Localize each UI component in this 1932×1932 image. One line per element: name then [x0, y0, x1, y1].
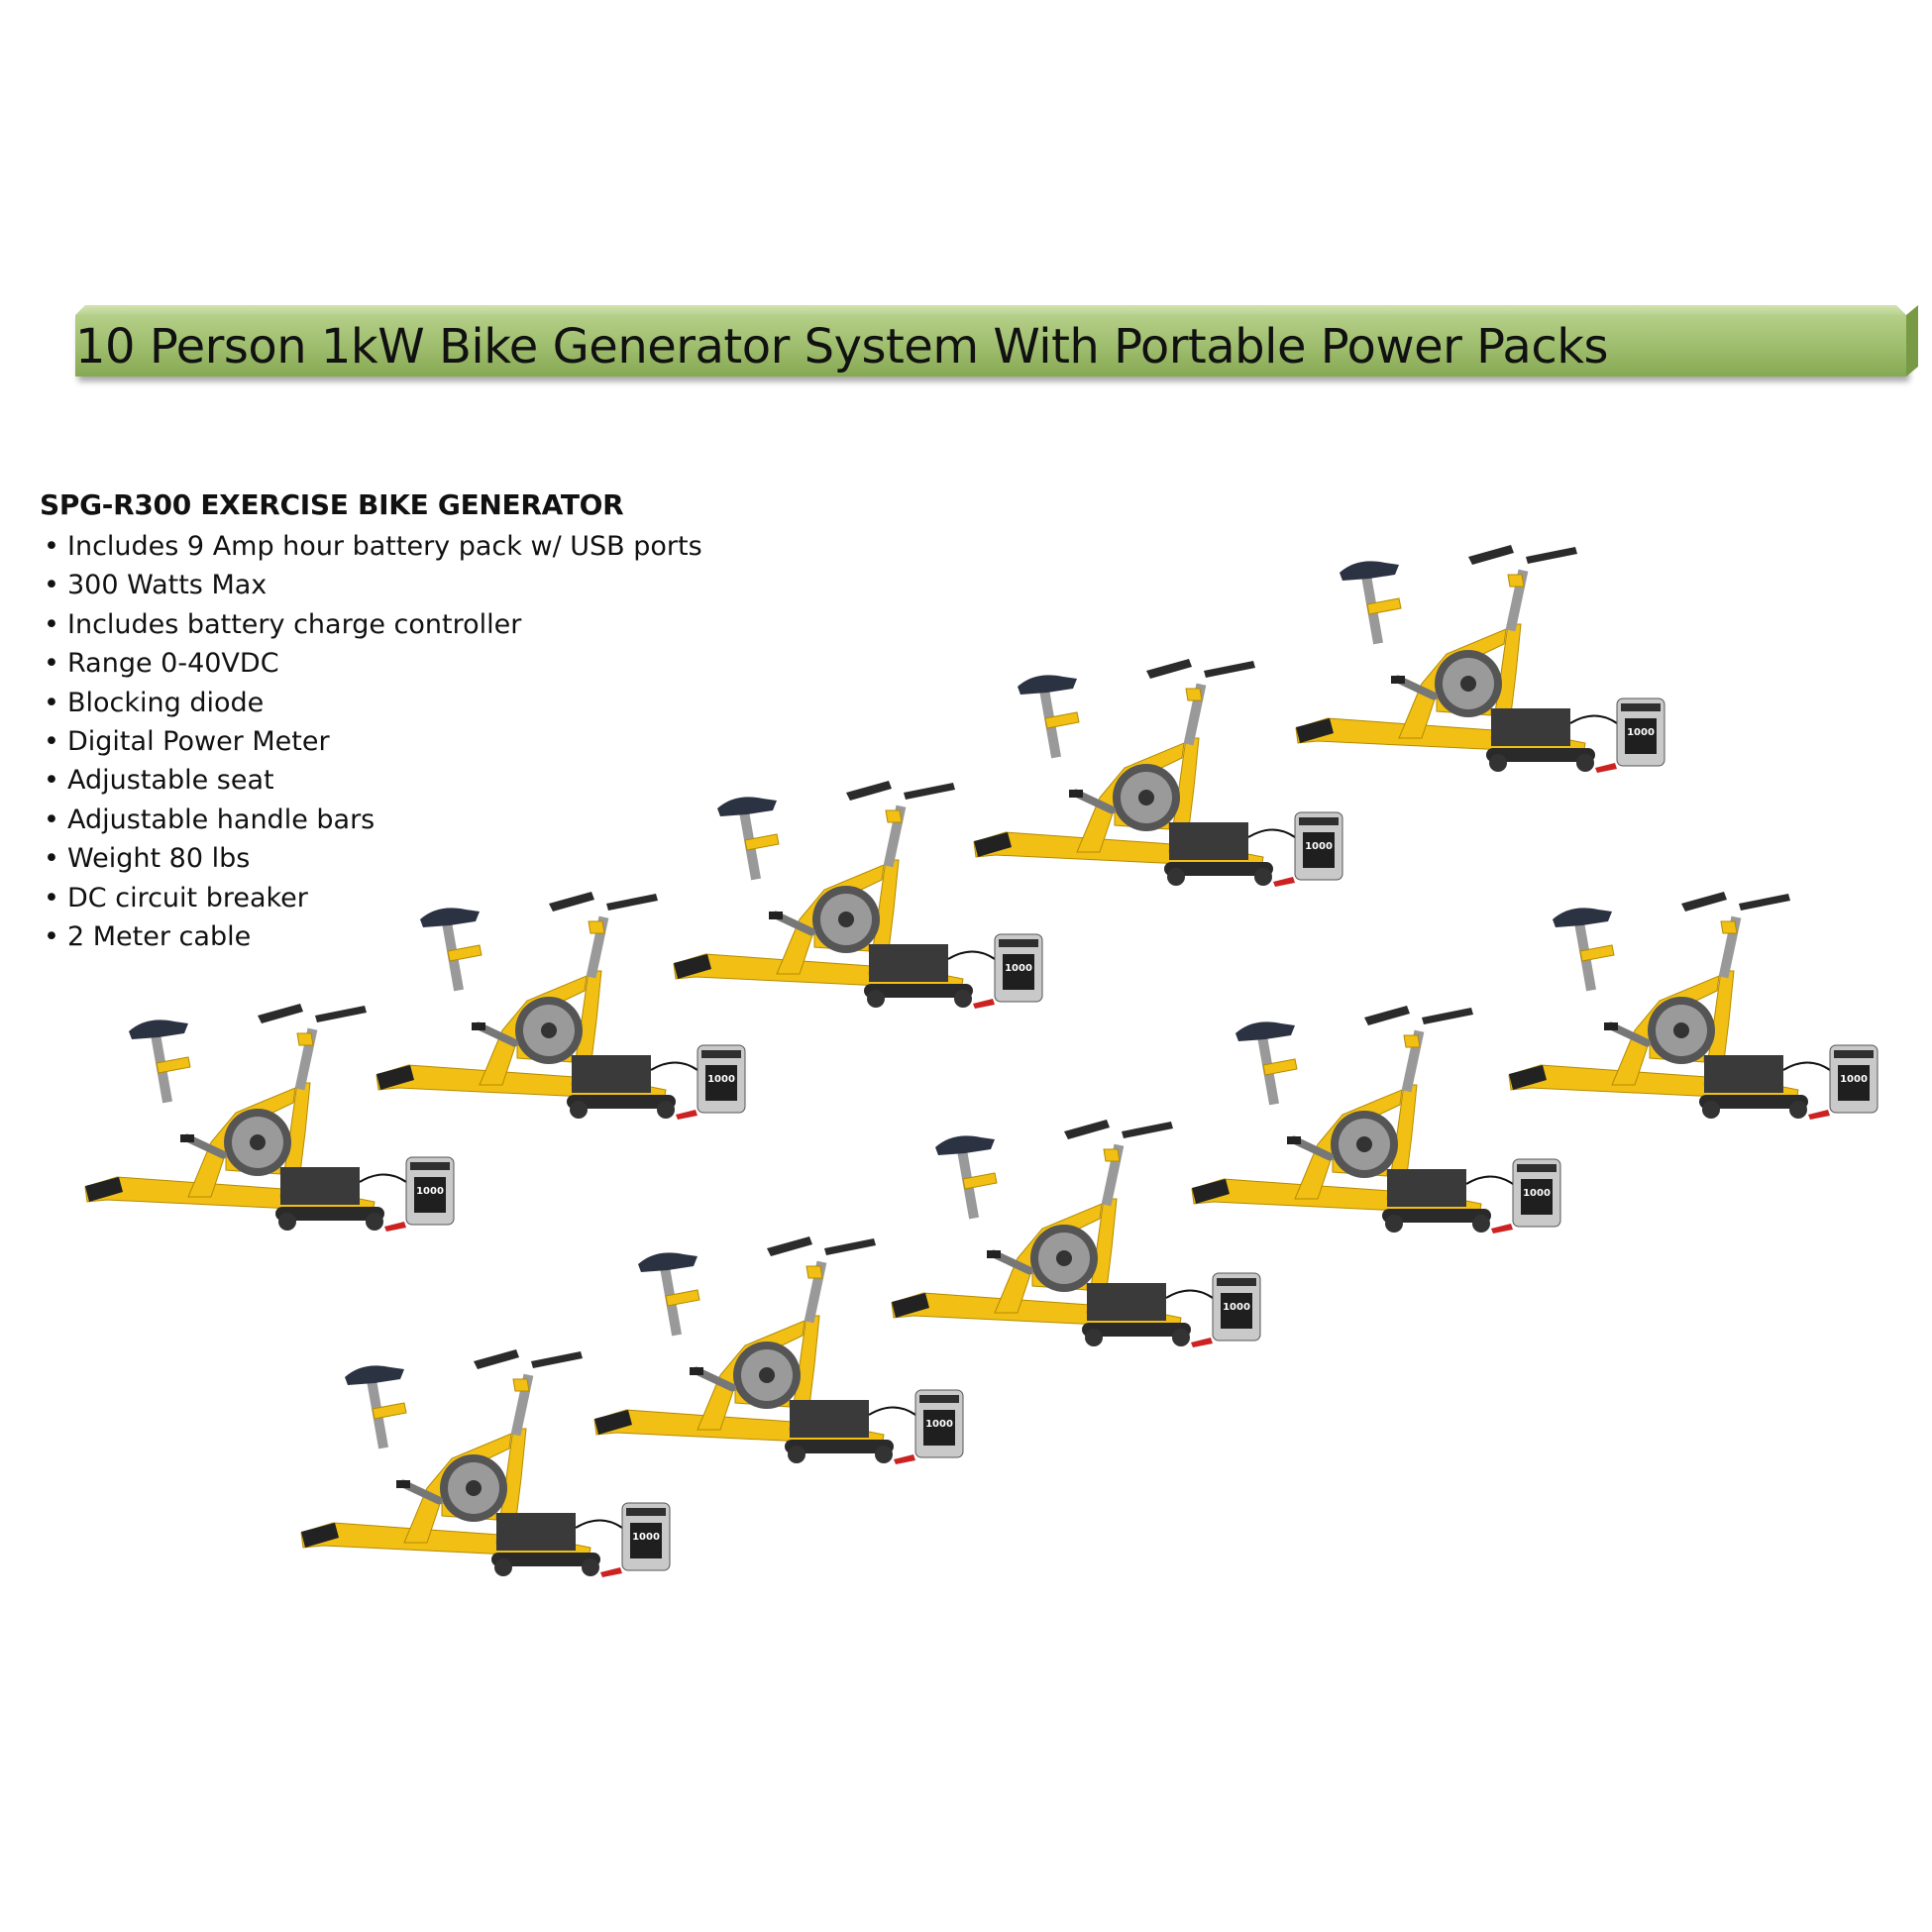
spec-item: 2 Meter cable: [40, 917, 773, 957]
spec-item: Adjustable handle bars: [40, 801, 773, 840]
power-pack-label: 1000: [1223, 1302, 1250, 1313]
bike-generator: 1000: [369, 882, 785, 1169]
bike-generator: 1000: [293, 1340, 709, 1627]
bike-generator: 1000: [666, 771, 1082, 1058]
bike-generator: 1000: [884, 1110, 1300, 1397]
bike-illustration: 1000: [300, 1349, 671, 1577]
bike-generator: 1000: [1184, 996, 1600, 1283]
bike-illustration: 1000: [84, 1004, 455, 1232]
spec-item: Blocking diode: [40, 684, 773, 723]
bike-illustration: 1000: [973, 659, 1343, 887]
spec-list: Includes 9 Amp hour battery pack w/ USB …: [40, 527, 773, 957]
spec-panel: SPG-R300 EXERCISE BIKE GENERATOR Include…: [40, 485, 773, 957]
page-title: 10 Person 1kW Bike Generator System With…: [75, 319, 1609, 375]
bike-generator: 1000: [587, 1227, 1003, 1514]
bike-illustration: 1000: [1508, 892, 1878, 1120]
bike-illustration: 1000: [1191, 1006, 1561, 1234]
spec-item: Includes 9 Amp hour battery pack w/ USB …: [40, 527, 773, 567]
power-pack-label: 1000: [925, 1419, 953, 1430]
bike-illustration: 1000: [1295, 545, 1665, 773]
power-pack-label: 1000: [1005, 963, 1032, 974]
bike-generator: 1000: [966, 649, 1382, 936]
power-pack-label: 1000: [1840, 1074, 1868, 1085]
spec-item: Adjustable seat: [40, 761, 773, 801]
bike-illustration: 1000: [673, 781, 1043, 1009]
spec-item: Weight 80 lbs: [40, 839, 773, 879]
bike-illustration: 1000: [891, 1120, 1261, 1347]
spec-item: Range 0-40VDC: [40, 644, 773, 684]
title-banner: 10 Person 1kW Bike Generator System With…: [75, 315, 1906, 376]
power-pack-label: 1000: [1627, 727, 1655, 738]
power-pack-label: 1000: [632, 1532, 660, 1543]
spec-item: DC circuit breaker: [40, 879, 773, 918]
power-pack-label: 1000: [1523, 1188, 1551, 1199]
spec-item: 300 Watts Max: [40, 566, 773, 605]
bike-illustration: 1000: [593, 1236, 964, 1464]
bike-illustration: 1000: [376, 892, 746, 1120]
power-pack-label: 1000: [1305, 841, 1333, 852]
power-pack-label: 1000: [416, 1186, 444, 1197]
power-pack-label: 1000: [707, 1074, 735, 1085]
spec-item: Includes battery charge controller: [40, 605, 773, 645]
bike-generator: 1000: [77, 994, 493, 1281]
spec-heading: SPG-R300 EXERCISE BIKE GENERATOR: [40, 488, 624, 521]
bike-generator: 1000: [1288, 535, 1704, 822]
spec-item: Digital Power Meter: [40, 722, 773, 762]
bike-generator: 1000: [1501, 882, 1917, 1169]
